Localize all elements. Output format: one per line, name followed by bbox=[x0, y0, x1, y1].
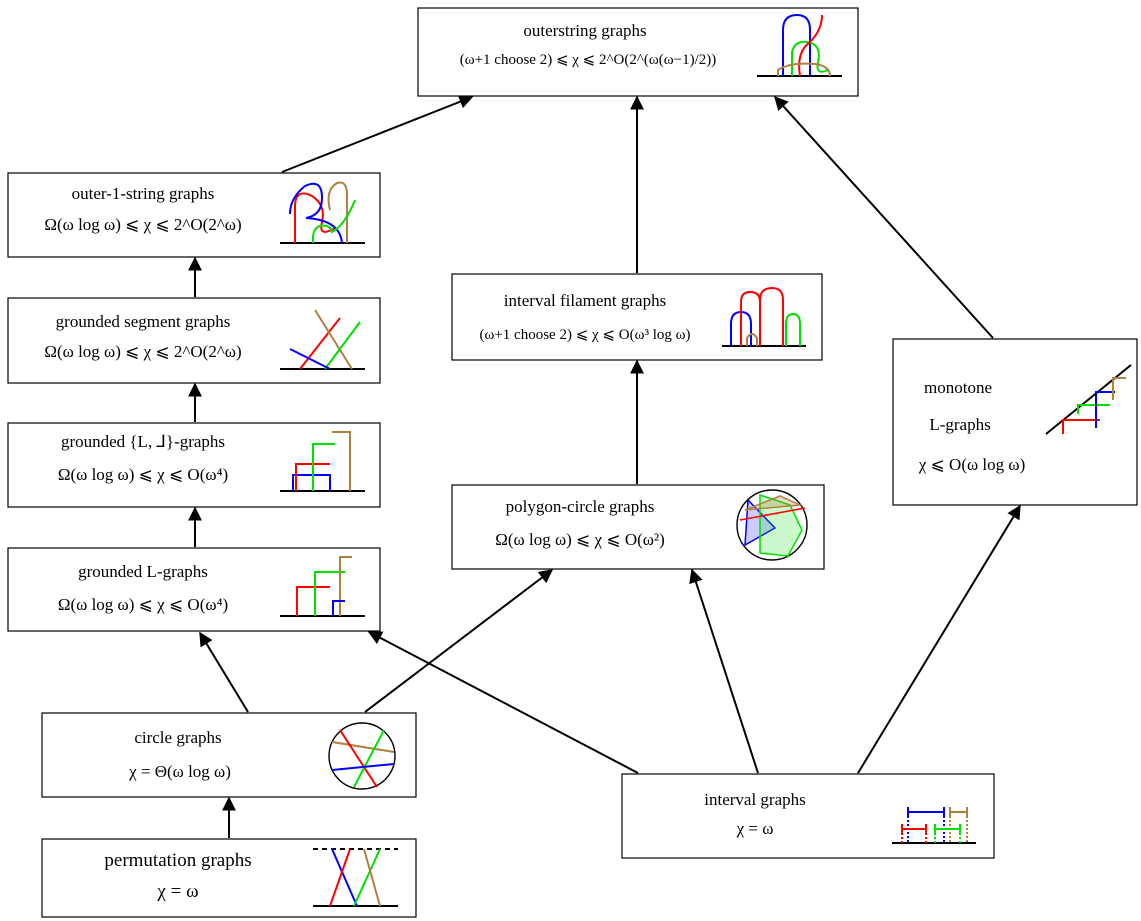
node-groundedsegment: grounded segment graphs Ω(ω log ω) ⩽ χ ⩽… bbox=[7, 297, 381, 384]
node-bound: (ω+1 choose 2) ⩽ χ ⩽ O(ω³ log ω) bbox=[479, 327, 690, 343]
node-bound: χ = ω bbox=[736, 819, 774, 838]
node-intervalfilament: interval filament graphs (ω+1 choose 2) … bbox=[451, 273, 823, 361]
monotone-L-icon bbox=[1045, 364, 1132, 435]
node-bound: χ ⩽ O(ω log ω) bbox=[918, 455, 1026, 474]
interval-filament-icon bbox=[722, 286, 806, 347]
edge-interval-to-polygoncircle bbox=[689, 568, 759, 774]
permutation-icon bbox=[313, 848, 398, 907]
node-bound: Ω(ω log ω) ⩽ χ ⩽ O(ω²) bbox=[495, 530, 664, 549]
edge-circle-to-groundedL bbox=[199, 631, 249, 713]
node-bound: χ = ω bbox=[156, 881, 198, 902]
grounded-segment-icon bbox=[280, 309, 365, 370]
node-polygoncircle: polygon-circle graphs Ω(ω log ω) ⩽ χ ⩽ O… bbox=[451, 484, 825, 570]
node-bound: (ω+1 choose 2) ⩽ χ ⩽ 2^O(2^(ω(ω−1)/2)) bbox=[460, 52, 717, 68]
node-outerstring: outerstring graphs (ω+1 choose 2) ⩽ χ ⩽ … bbox=[417, 7, 859, 97]
node-title: interval filament graphs bbox=[504, 291, 666, 310]
node-bound: Ω(ω log ω) ⩽ χ ⩽ O(ω⁴) bbox=[58, 465, 228, 484]
node-title-line2: L-graphs bbox=[929, 415, 990, 434]
node-outer1string: outer-1-string graphs Ω(ω log ω) ⩽ χ ⩽ 2… bbox=[7, 172, 381, 258]
edge-circle-to-polygoncircle bbox=[364, 569, 554, 713]
polygon-circle-icon bbox=[736, 489, 808, 561]
node-bound: Ω(ω log ω) ⩽ χ ⩽ O(ω⁴) bbox=[58, 595, 228, 614]
outer1string-icon bbox=[280, 181, 365, 244]
node-title: polygon-circle graphs bbox=[506, 497, 655, 516]
node-groundedL: grounded L-graphs Ω(ω log ω) ⩽ χ ⩽ O(ω⁴) bbox=[7, 547, 381, 632]
node-circle: circle graphs χ = Θ(ω log ω) bbox=[41, 712, 417, 798]
edge-monotone-to-outerstring bbox=[774, 95, 994, 339]
edge-interval-to-monotone bbox=[857, 504, 1021, 774]
interval-icon bbox=[892, 807, 976, 844]
node-title: outer-1-string graphs bbox=[72, 184, 215, 203]
node-title: grounded L-graphs bbox=[78, 562, 208, 581]
node-bound: Ω(ω log ω) ⩽ χ ⩽ 2^O(2^ω) bbox=[44, 342, 241, 361]
node-title-line1: monotone bbox=[924, 378, 992, 397]
outerstring-icon bbox=[757, 13, 842, 77]
node-permutation: permutation graphs χ = ω bbox=[41, 838, 417, 918]
node-title: permutation graphs bbox=[104, 850, 251, 871]
node-title: grounded {L, ⅃}-graphs bbox=[61, 432, 225, 451]
node-interval: interval graphs χ = ω bbox=[621, 773, 995, 859]
grounded-L-icon bbox=[280, 556, 365, 617]
edges bbox=[188, 95, 1021, 838]
node-bound: χ = Θ(ω log ω) bbox=[128, 762, 231, 781]
edge-interval-to-groundedL bbox=[367, 631, 639, 774]
node-title: circle graphs bbox=[134, 728, 221, 747]
grounded-L-J-icon bbox=[280, 431, 365, 492]
node-monotone: monotone L-graphs χ ⩽ O(ω log ω) bbox=[892, 338, 1138, 506]
edge-outer1string-to-outerstring bbox=[281, 95, 474, 173]
node-groundedLJ: grounded {L, ⅃}-graphs Ω(ω log ω) ⩽ χ ⩽ … bbox=[7, 422, 381, 508]
node-title: interval graphs bbox=[704, 790, 806, 809]
node-bound: Ω(ω log ω) ⩽ χ ⩽ 2^O(2^ω) bbox=[44, 215, 241, 234]
node-title: outerstring graphs bbox=[523, 21, 646, 40]
node-title: grounded segment graphs bbox=[56, 312, 231, 331]
circle-graph-icon bbox=[328, 722, 396, 790]
